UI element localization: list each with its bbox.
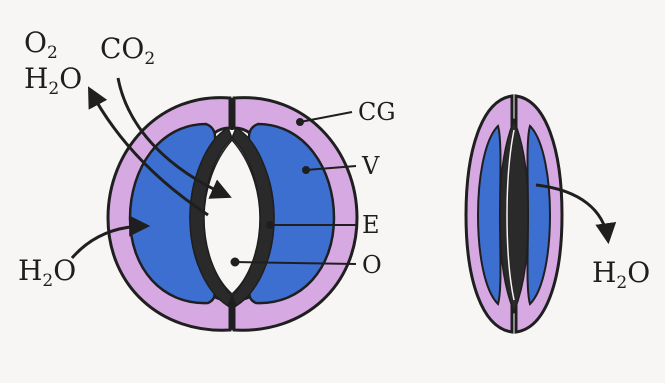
label-cg: CG — [358, 98, 396, 126]
label-o2: O2 — [24, 26, 58, 63]
label-h2o-top: H2O — [24, 62, 82, 99]
open-stoma — [108, 98, 357, 331]
label-e: E — [362, 211, 380, 239]
label-h2o-right: H2O — [592, 256, 650, 293]
closed-stoma — [466, 96, 562, 332]
label-co2: CO2 — [100, 32, 155, 69]
label-o: O — [362, 251, 382, 279]
label-v: V — [361, 152, 380, 180]
label-h2o-left: H2O — [18, 254, 76, 291]
